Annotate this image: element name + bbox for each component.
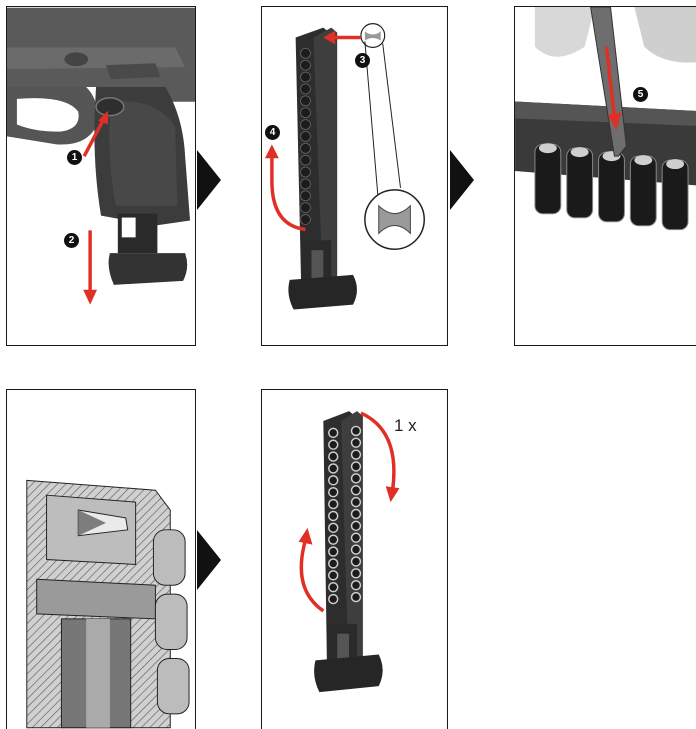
panel-remove-magazine: 1 2 <box>6 6 196 346</box>
panel-rotate-magazine: 1 x <box>261 389 448 729</box>
pistol-grip-illustration <box>7 7 195 345</box>
panel-cross-section <box>6 389 196 729</box>
step-3-badge: 3 <box>355 53 370 68</box>
step-2-badge: 2 <box>64 233 79 248</box>
next-step-arrow-2 <box>450 150 474 210</box>
cross-section-illustration <box>26 479 190 729</box>
magazine-rotation-illustration <box>298 411 400 693</box>
panel-seat-pellets: 5 <box>514 6 696 346</box>
loading-rod-illustration <box>515 7 696 345</box>
next-step-arrow-1 <box>197 150 221 210</box>
rotation-count-label: 1 x <box>394 416 417 435</box>
step-1-badge: 1 <box>67 150 82 165</box>
step-5-badge: 5 <box>633 87 648 102</box>
next-step-arrow-3 <box>197 530 221 590</box>
panel-load-magazine: 3 4 <box>261 6 448 346</box>
step-4-badge: 4 <box>265 125 280 140</box>
magazine-illustration <box>264 23 425 310</box>
